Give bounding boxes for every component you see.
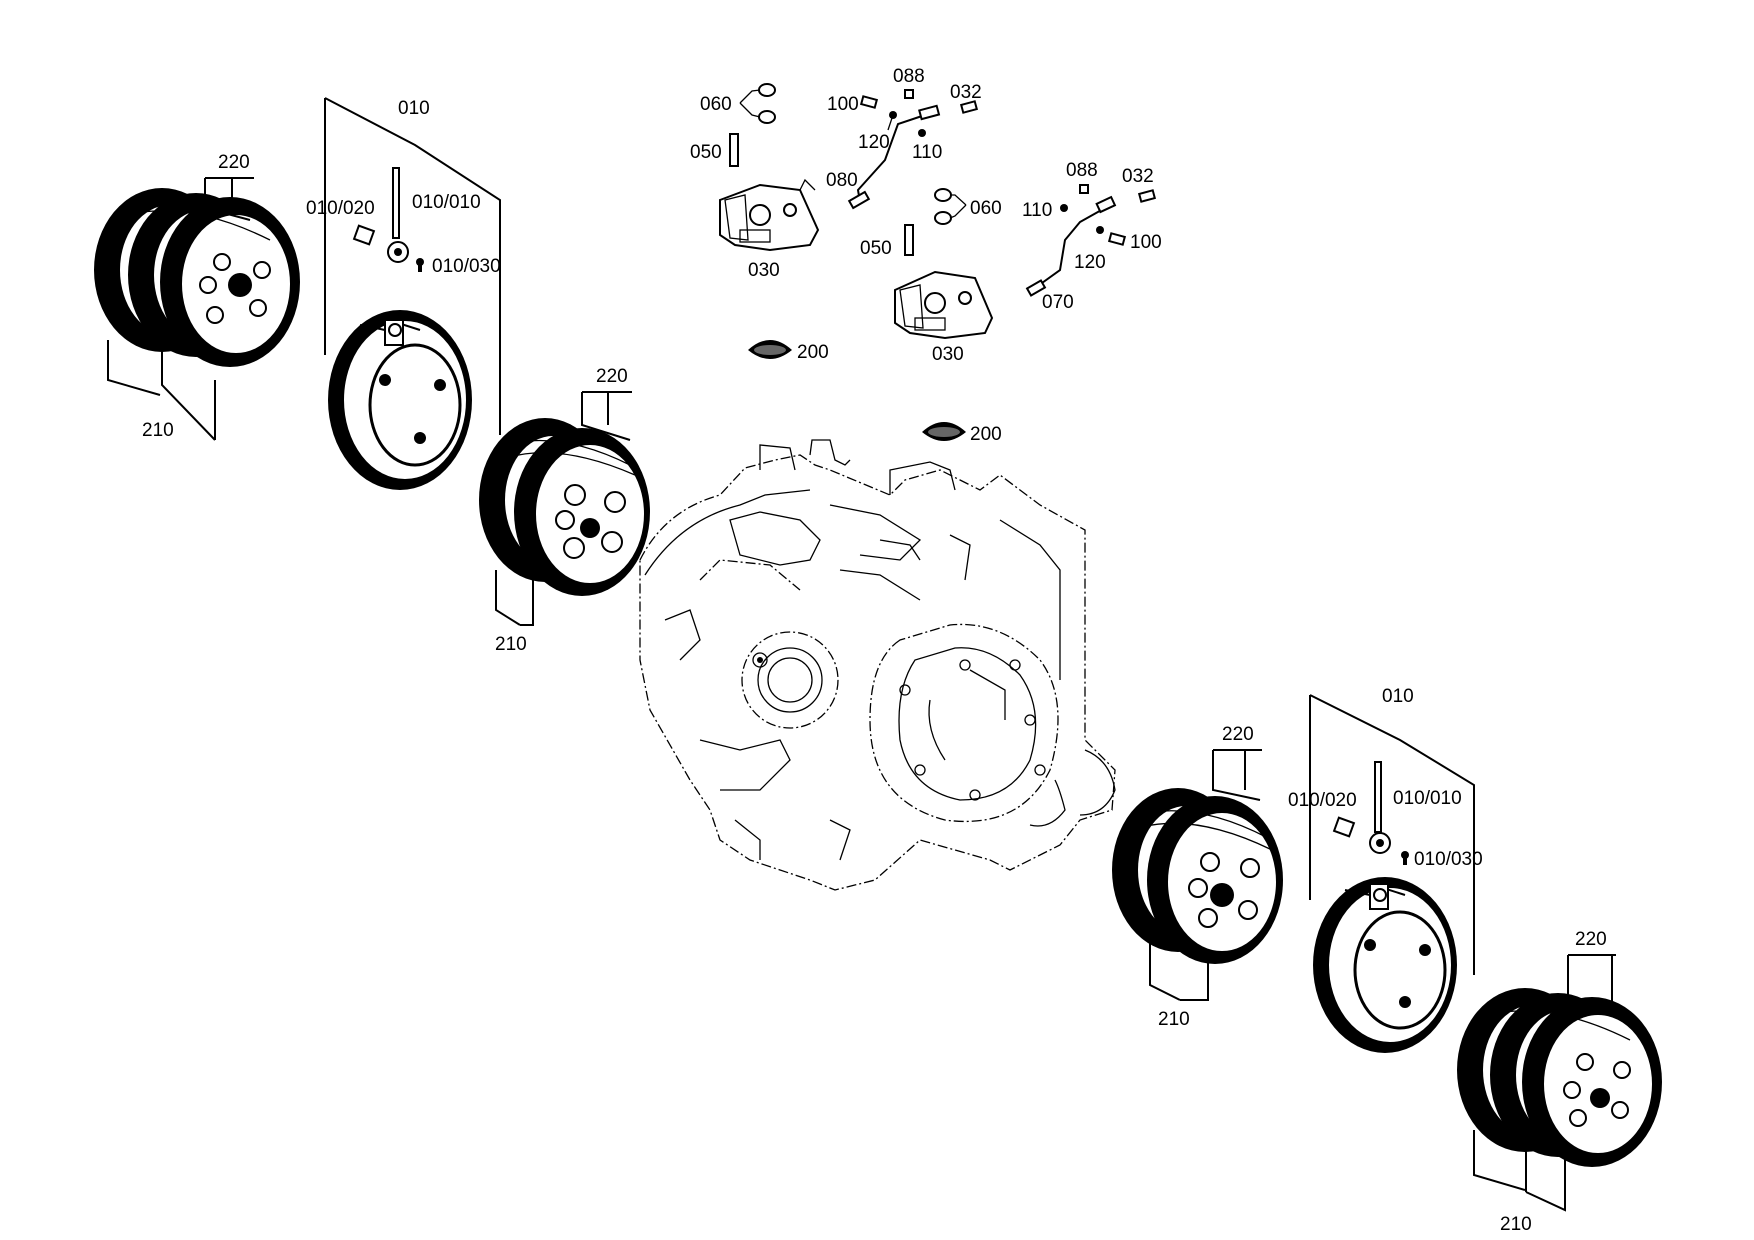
brake-disc-pack-mid-right [1112,788,1283,964]
label-110-a: 110 [912,142,942,163]
label-030-b: 030 [932,344,964,365]
label-120-b: 120 [1074,252,1106,273]
label-220-mid-right: 220 [1222,724,1254,745]
label-088-a: 088 [893,66,925,87]
label-010-030-top-left: 010/030 [432,256,501,277]
label-088-b: 088 [1066,160,1098,181]
label-032-b: 032 [1122,166,1154,187]
label-010-top-left: 010 [398,98,430,119]
bolt-050-b [904,224,914,256]
label-010-020-top-left: 010/020 [306,198,375,219]
bleed-screw-010-010-top-left [387,167,409,263]
callout-leader-210-mid-left [495,570,534,626]
axle-housing [639,439,1116,891]
callout-leader-220-mid-left [581,391,632,441]
cover-cap-200-a [748,340,792,359]
label-010-010-top-left: 010/010 [412,192,481,213]
label-030-a: 030 [748,260,780,281]
label-060-b: 060 [970,198,1002,219]
screw-010-030-bottom-right [1401,851,1409,865]
label-010-030-bottom-right: 010/030 [1414,849,1483,870]
caliper-housing-bottom-right [1313,877,1457,1053]
label-010-020-bottom-right: 010/020 [1288,790,1357,811]
label-032-a: 032 [950,82,982,103]
caliper-housing-top-left [328,310,472,490]
label-210-mid-right: 210 [1158,1009,1190,1030]
label-100-b: 100 [1130,232,1162,253]
callout-leader-220-bottom-right [1567,954,1616,1013]
brake-disc-pack-top-left [94,188,300,367]
small-parts-a [859,89,979,137]
brake-pipe-070 [1025,195,1117,297]
brake-pipe-080 [847,104,941,210]
label-010-010-bottom-right: 010/010 [1393,788,1462,809]
label-200-a: 200 [797,342,829,363]
callout-leader-220-top-left [204,177,254,221]
label-210-bottom-right: 210 [1500,1214,1532,1235]
plug-010-020-top-left [352,224,376,246]
label-060-a: 060 [700,94,732,115]
bolt-050-a [729,133,739,167]
callout-leader-210-mid-right [1149,940,1209,1001]
screw-010-030-top-left [416,258,424,272]
callout-leader-220-mid-right [1212,749,1262,801]
label-120-a: 120 [858,132,890,153]
bleed-screw-010-010-bottom-right [1369,761,1391,854]
callout-leader-010-bottom-right [1309,694,1475,975]
brake-disc-pack-mid-left [479,418,650,596]
label-220-bottom-right: 220 [1575,929,1607,950]
callout-leader-010-top-left [324,97,501,435]
label-080: 080 [826,170,858,191]
label-110-b: 110 [1022,200,1052,221]
label-050-b: 050 [860,238,892,259]
cover-cap-200-b [922,422,966,441]
brake-disc-pack-bottom-right [1457,988,1662,1167]
label-210-top-left: 210 [142,420,174,441]
label-220-mid-left: 220 [596,366,628,387]
label-070: 070 [1042,292,1074,313]
valve-block-030-b [894,270,994,340]
callout-leader-210-top-left [107,340,216,441]
valve-block-030-a [719,178,820,252]
callout-leader-210-bottom-right [1473,1130,1566,1212]
label-100-a: 100 [827,94,859,115]
label-220-top-left: 220 [218,152,250,173]
nut-pair-060-b [934,188,967,225]
label-050-a: 050 [690,142,722,163]
plug-010-020-bottom-right [1332,816,1356,838]
label-210-mid-left: 210 [495,634,527,655]
label-200-b: 200 [970,424,1002,445]
nut-pair-060-a [739,83,776,124]
label-010-bottom-right: 010 [1382,686,1414,707]
small-parts-b [1060,184,1157,246]
